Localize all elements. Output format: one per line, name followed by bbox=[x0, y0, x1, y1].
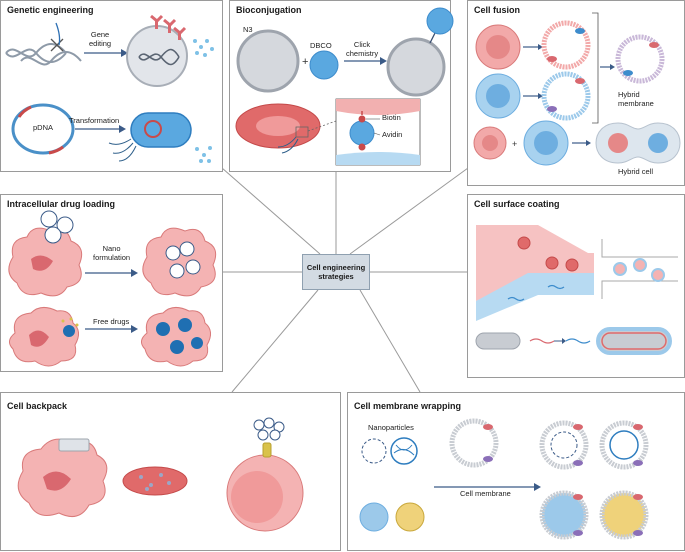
coating-illustration bbox=[475, 225, 678, 355]
nanoparticle-cluster-icon bbox=[253, 417, 285, 441]
backpack-illustration bbox=[17, 417, 304, 532]
nanoparticle-icon bbox=[40, 210, 74, 244]
backpack-patch-icon bbox=[58, 438, 90, 452]
panel-title: Genetic engineering bbox=[7, 5, 94, 15]
label-n3: N3 bbox=[243, 25, 253, 34]
microfluidic-channel bbox=[476, 225, 594, 301]
label-biotin: Biotin bbox=[382, 113, 401, 122]
biotin-icon bbox=[358, 115, 366, 123]
receptor-icon bbox=[150, 14, 187, 40]
panel-title: Intracellular drug loading bbox=[7, 199, 116, 209]
membrane-vesicle-icon bbox=[449, 418, 499, 468]
label-free-drugs: Free drugs bbox=[93, 317, 130, 326]
label-hybrid-cell: Hybrid cell bbox=[618, 167, 654, 176]
drug-illustration bbox=[8, 210, 217, 367]
label-gene-editing: Gene editing bbox=[89, 30, 112, 48]
label-hybrid-membrane: Hybrid membrane bbox=[618, 90, 654, 108]
coated-cell-icon bbox=[596, 327, 672, 355]
hybrid-membrane-icon bbox=[615, 34, 665, 84]
cell-icon bbox=[236, 29, 300, 93]
dna-helix-icon bbox=[5, 43, 82, 66]
label-avidin: Avidin bbox=[382, 130, 403, 139]
panel-bioconjugation: Bioconjugation + N3 DBCO Click chemistry… bbox=[229, 0, 454, 172]
conjugated-cell-icon bbox=[386, 37, 446, 97]
membrane-vesicle-icon bbox=[541, 20, 591, 70]
hybrid-cell-icon bbox=[595, 122, 681, 164]
connector-fusion bbox=[349, 167, 469, 255]
panel-title: Cell membrane wrapping bbox=[354, 401, 462, 411]
mof-nanoparticle-icon bbox=[361, 438, 387, 464]
wrapping-illustration bbox=[359, 418, 649, 540]
connector-backpack bbox=[231, 289, 319, 393]
panel-title: Bioconjugation bbox=[236, 5, 302, 15]
bioconj-illustration: + bbox=[235, 7, 454, 166]
plasmid-icon bbox=[11, 103, 75, 155]
panel-title: Cell backpack bbox=[7, 401, 68, 411]
panel-title: Cell surface coating bbox=[474, 199, 560, 209]
cell-pill-icon bbox=[475, 332, 521, 350]
genetic-illustration bbox=[5, 14, 214, 163]
wrapped-nanoparticles bbox=[539, 420, 649, 540]
panel-intracellular-drug-loading: Intracellular drug loading Nano formulat… bbox=[0, 194, 223, 372]
drug-blue-icon bbox=[63, 325, 75, 337]
silica-nanoparticle-icon bbox=[359, 502, 389, 532]
label-nanoparticles: Nanoparticles bbox=[368, 423, 414, 432]
label-cell-membrane: Cell membrane bbox=[460, 489, 511, 498]
panel-cell-backpack: Cell backpack bbox=[0, 392, 341, 551]
label-nano-formulation: Nano formulation bbox=[93, 244, 131, 262]
label-pdna: pDNA bbox=[33, 123, 54, 132]
label-dbco: DBCO bbox=[310, 41, 332, 50]
panel-title: Cell fusion bbox=[474, 5, 521, 15]
svg-text:+: + bbox=[302, 56, 308, 68]
panel-cell-membrane-wrapping: Cell membrane wrapping Nanoparticles Cel… bbox=[347, 392, 685, 551]
gold-nanoparticle-icon bbox=[395, 502, 425, 532]
center-node: Cell engineering strategies bbox=[302, 254, 370, 290]
panel-cell-fusion: Cell fusion + Hybrid membrane Hybrid cel… bbox=[467, 0, 685, 186]
svg-text:+: + bbox=[512, 139, 517, 149]
scissors-icon bbox=[50, 38, 64, 52]
dbco-sphere-icon bbox=[309, 50, 339, 80]
panel-cell-surface-coating: Cell surface coating bbox=[467, 194, 685, 378]
red-blood-cell-icon bbox=[122, 466, 188, 496]
polymer-nanoparticle-icon bbox=[390, 437, 418, 465]
avidin-icon bbox=[349, 120, 375, 146]
label-click-chemistry: Click chemistry bbox=[346, 40, 379, 58]
panel-genetic-engineering: Genetic engineering bbox=[0, 0, 223, 172]
connector-wrapping bbox=[359, 289, 421, 393]
center-label: Cell engineering strategies bbox=[306, 262, 366, 281]
secreted-dots bbox=[193, 39, 214, 57]
fusion-illustration: + bbox=[473, 12, 681, 166]
connector-genetic bbox=[221, 167, 321, 255]
cut-arrow-icon bbox=[55, 22, 61, 46]
label-transformation: Transformation bbox=[69, 116, 120, 125]
